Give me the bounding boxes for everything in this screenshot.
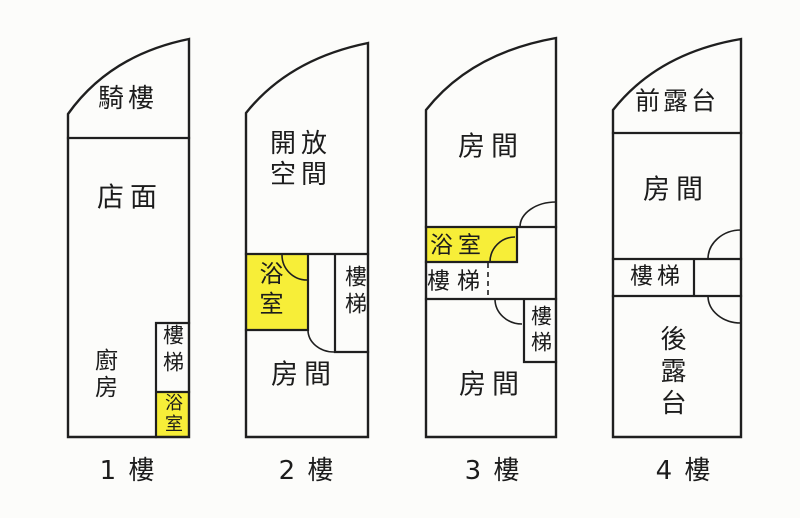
floor3-outline: [424, 36, 558, 439]
floor3-inner-walls: [424, 225, 558, 364]
floor4-stairs-label: 樓梯: [630, 263, 684, 290]
floor4-outline: [611, 37, 743, 439]
floor4-front-terrace-label: 前露台: [634, 86, 720, 116]
floor4-walls: [611, 37, 743, 439]
floor3-stairs-upper-label: 樓梯: [427, 268, 487, 295]
floor2-bathroom-highlight: [246, 254, 308, 330]
floor2-bathroom-label: 浴室: [255, 261, 283, 321]
floor1-outline: [66, 37, 191, 439]
floor1-kitchen-label: 廚房: [90, 348, 117, 402]
floor2-stairs-label: 樓梯: [341, 265, 366, 319]
floor3-bedroom-lower-label: 房間: [459, 369, 525, 401]
floor1-arcade-label: 騎樓: [97, 84, 159, 114]
floor1-bathroom-label: 浴室: [162, 393, 183, 435]
floor4-rear-terrace-label: 後露台: [656, 325, 686, 421]
floor4-bedroom-door-arc: [707, 229, 742, 260]
floor2-walls: [244, 41, 370, 439]
floor2-bedroom-label: 房間: [271, 359, 337, 391]
floor3-bathroom-door-arc: [489, 236, 516, 263]
floor2-inner-walls: [244, 252, 370, 354]
floor2-bedroom-door-arc: [307, 329, 335, 353]
floor2-outline: [244, 41, 370, 439]
floor1-storefront-label: 店面: [97, 182, 163, 214]
floor3-bedroom-upper-door-arc: [519, 201, 557, 228]
floor3-walls: [424, 36, 558, 439]
floor2-bathroom-door-arc: [281, 254, 308, 281]
floor1-stairs-walls: [154, 321, 191, 439]
floor4-title: 4 樓: [655, 456, 713, 486]
floor3-title: 3 樓: [464, 456, 522, 486]
floor3-bedroom-upper-label: 房間: [458, 131, 524, 163]
floor3-bedroom-lower-door-arc: [494, 298, 523, 325]
floor1-stairs-label: 樓梯: [160, 324, 185, 378]
floor2-open-space-label: 開放空間: [269, 129, 332, 190]
floor1-bathroom-highlight: [156, 392, 189, 437]
floor1-walls: [66, 37, 191, 439]
floor3-stairs-lower-label: 樓梯: [528, 305, 553, 357]
floor2-title: 2 樓: [278, 456, 336, 486]
floor4-bedroom-label: 房間: [643, 174, 709, 206]
floor4-inner-walls: [611, 131, 743, 298]
floor3-bathroom-highlight: [426, 227, 517, 262]
floor1-title: 1 樓: [99, 456, 157, 486]
floor4-terrace-door-arc: [707, 295, 742, 324]
floor3-bathroom-label: 浴室: [430, 232, 486, 259]
